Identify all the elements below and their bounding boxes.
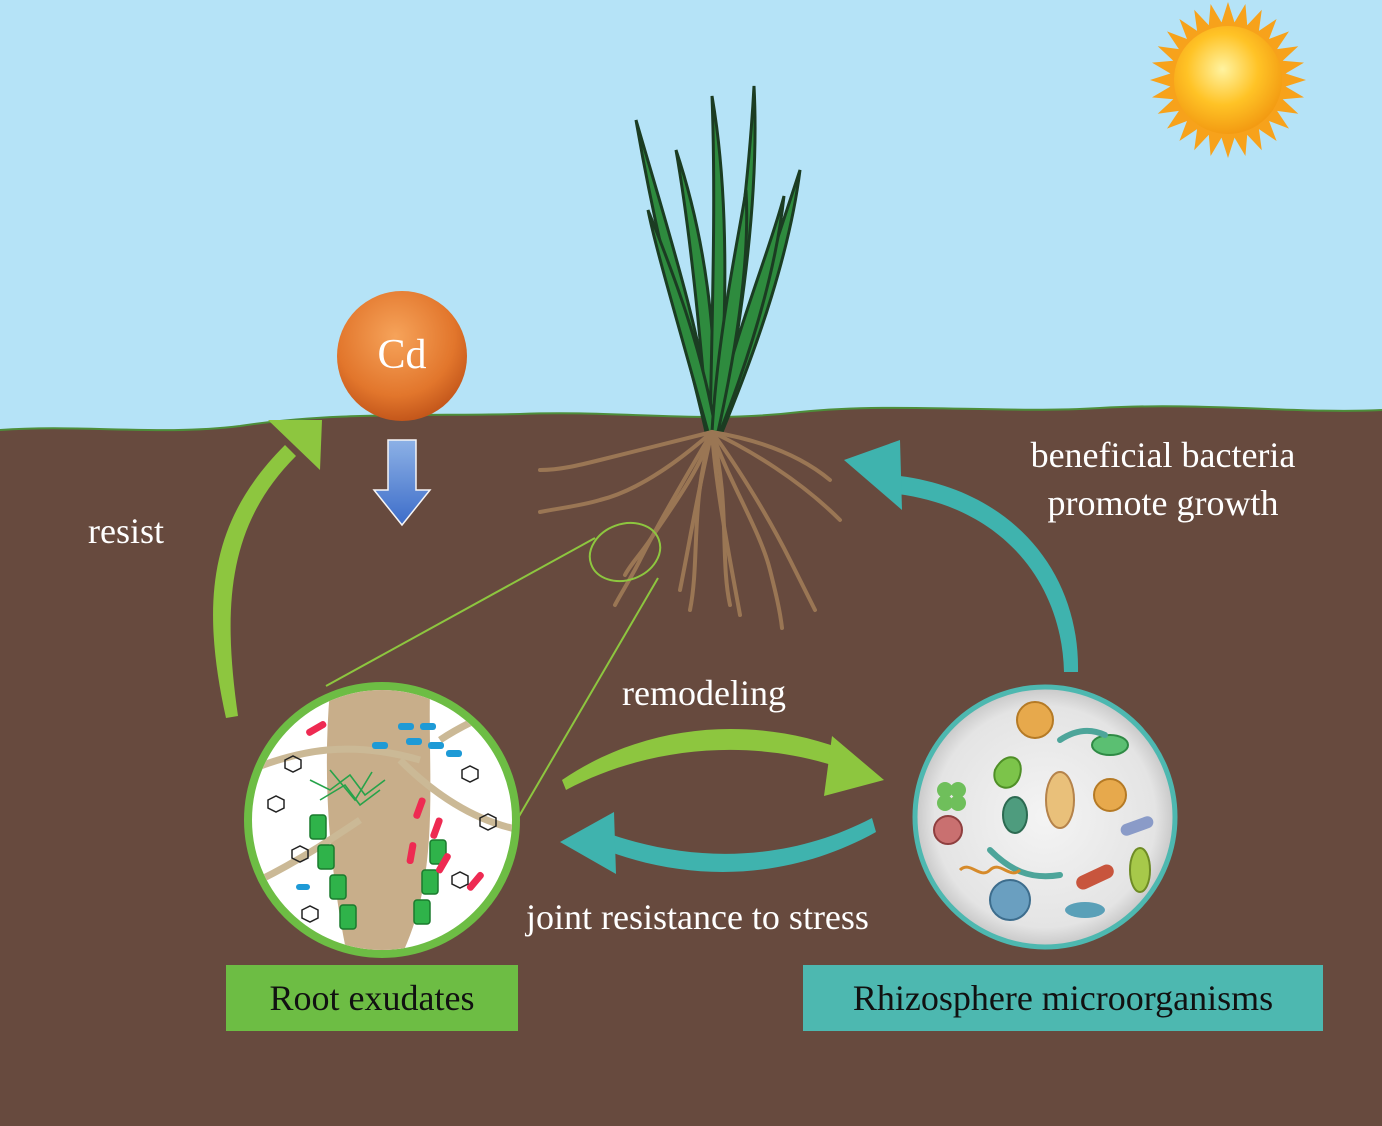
root-exudates-box: Root exudates [226,965,518,1031]
down-arrow-icon [372,439,432,527]
joint-resistance-label: joint resistance to stress [526,897,869,937]
zoom-indicator [325,521,662,831]
sun-icon [1150,2,1306,158]
sun-disc [1174,26,1282,134]
resist-label: resist [88,511,164,551]
microbe-circle-icon [912,684,1178,950]
rhizosphere-microorganisms-box: Rhizosphere microorganisms [803,965,1323,1031]
remodeling-arrow [562,728,884,796]
plant-icon [538,85,842,630]
beneficial-label-line2: promote growth [1047,483,1279,523]
remodeling-label: remodeling [622,673,786,713]
magnifier-circle-icon [244,682,520,958]
cd-ball-icon [337,291,467,421]
cd-label: Cd [377,332,427,378]
beneficial-label-line1: beneficial bacteria [1030,435,1296,475]
joint-arrow [560,812,876,874]
beneficial-arrow [844,440,1079,672]
resist-arrow [213,420,322,718]
